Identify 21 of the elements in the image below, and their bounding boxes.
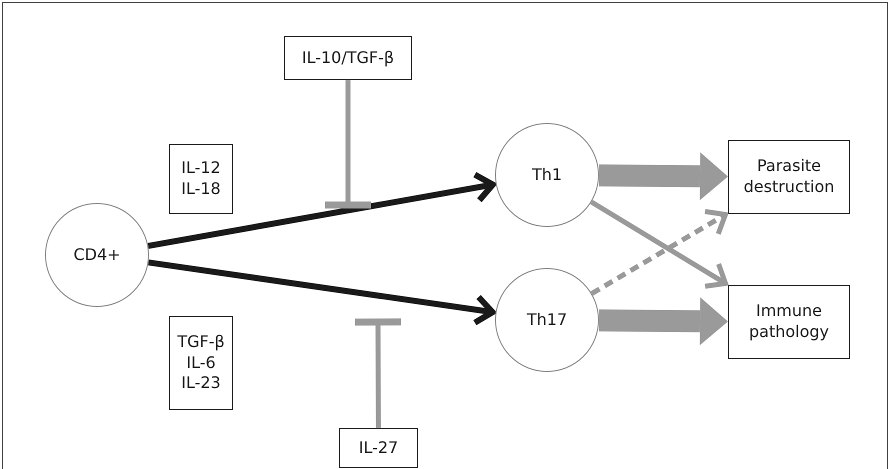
arrow bbox=[148, 172, 496, 249]
node-label: IL-27 bbox=[358, 438, 400, 458]
node-label: Parasite destruction bbox=[742, 156, 836, 198]
label-box bbox=[169, 316, 233, 410]
label-box bbox=[284, 36, 412, 80]
node-label: TGF-β IL-6 IL-23 bbox=[177, 332, 225, 394]
node-label: IL-10/TGF-β bbox=[302, 48, 394, 68]
node-label: IL-12 IL-18 bbox=[180, 158, 222, 200]
block-arrow bbox=[598, 152, 728, 200]
arrow bbox=[148, 259, 496, 326]
node-label: Th1 bbox=[532, 164, 562, 186]
arrow bbox=[590, 209, 728, 296]
node-label: CD4+ bbox=[73, 244, 121, 266]
label-box bbox=[169, 144, 233, 214]
arrow bbox=[590, 200, 728, 289]
label-box bbox=[728, 285, 850, 359]
block-arrow bbox=[598, 297, 728, 346]
label-box bbox=[728, 140, 850, 214]
label-box bbox=[339, 428, 418, 468]
node-label: Th17 bbox=[526, 310, 568, 330]
node-label: Immune pathology bbox=[748, 301, 830, 343]
